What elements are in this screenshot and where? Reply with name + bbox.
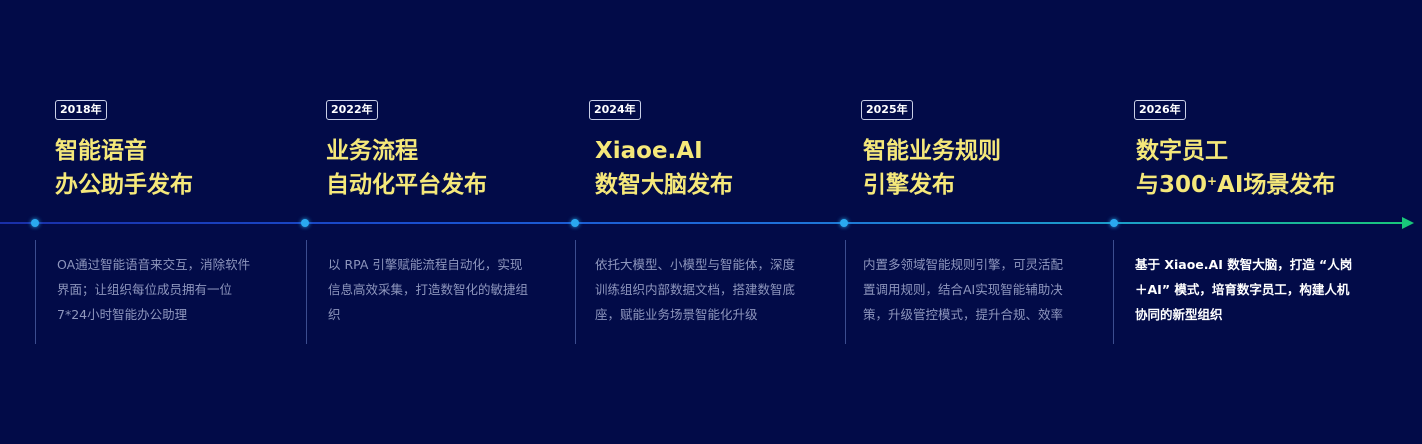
milestone-title: Xiaoe.AI 数智大脑发布 [595,134,733,202]
milestone-title: 业务流程 自动化平台发布 [326,134,487,202]
timeline-dot [1110,219,1118,227]
milestone-title-line2: 数智大脑发布 [595,172,733,198]
milestone-description-highlight: 基于 Xiaoe.AI 数智大脑，打造 “人岗＋AI” 模式，培育数字员工，构建… [1135,257,1353,322]
description-divider [845,240,846,344]
description-divider [35,240,36,344]
milestone-title-line2: 办公助手发布 [55,172,193,198]
milestone-2025: 2025年 智能业务规则 引擎发布 内置多领域智能规则引擎，可灵活配置调用规则，… [845,0,1115,444]
milestone-title-line1: Xiaoe.AI [595,138,703,164]
milestone-title-line1: 数字员工 [1136,138,1228,164]
milestone-title-line2: 与300+AI场景发布 [1136,168,1335,202]
description-divider [575,240,576,344]
milestone-title-line1: 业务流程 [326,138,418,164]
year-badge: 2018年 [55,100,107,120]
timeline-arrow-icon [1402,217,1414,229]
year-badge: 2026年 [1134,100,1186,120]
milestone-title-line1: 智能语音 [55,138,147,164]
timeline-dot [571,219,579,227]
milestone-title: 智能语音 办公助手发布 [55,134,193,202]
milestone-description: 以 RPA 引擎赋能流程自动化，实现信息高效采集，打造数智化的敏捷组织 [328,257,529,322]
milestone-2024: 2024年 Xiaoe.AI 数智大脑发布 依托大模型、小模型与智能体，深度训练… [575,0,845,444]
milestone-2026: 2026年 数字员工 与300+AI场景发布 基于 Xiaoe.AI 数智大脑，… [1113,0,1383,444]
milestone-title: 智能业务规则 引擎发布 [863,134,1001,202]
milestone-title-line2: 引擎发布 [863,172,955,198]
timeline-dot [301,219,309,227]
description-divider [1113,240,1114,344]
timeline-dot [840,219,848,227]
milestone-title-line1: 智能业务规则 [863,138,1001,164]
milestone-description: OA通过智能语音来交互，消除软件界面；让组织每位成员拥有一位7*24小时智能办公… [57,257,251,322]
timeline-dot [31,219,39,227]
title-prefix: 与300 [1136,172,1208,198]
milestone-2018: 2018年 智能语音 办公助手发布 OA通过智能语音来交互，消除软件界面；让组织… [35,0,305,444]
milestone-2022: 2022年 业务流程 自动化平台发布 以 RPA 引擎赋能流程自动化，实现信息高… [306,0,576,444]
title-superscript: + [1207,174,1218,188]
milestone-title: 数字员工 与300+AI场景发布 [1136,134,1335,202]
title-suffix: AI场景发布 [1217,172,1336,198]
description-divider [306,240,307,344]
milestone-description: 内置多领域智能规则引擎，可灵活配置调用规则，结合AI实现智能辅助决策，升级管控模… [863,257,1064,322]
milestone-description: 依托大模型、小模型与智能体，深度训练组织内部数据文档，搭建数智底座，赋能业务场景… [595,257,796,322]
year-badge: 2024年 [589,100,641,120]
year-badge: 2025年 [861,100,913,120]
milestone-title-line2: 自动化平台发布 [326,172,487,198]
year-badge: 2022年 [326,100,378,120]
timeline-axis [0,222,1404,224]
